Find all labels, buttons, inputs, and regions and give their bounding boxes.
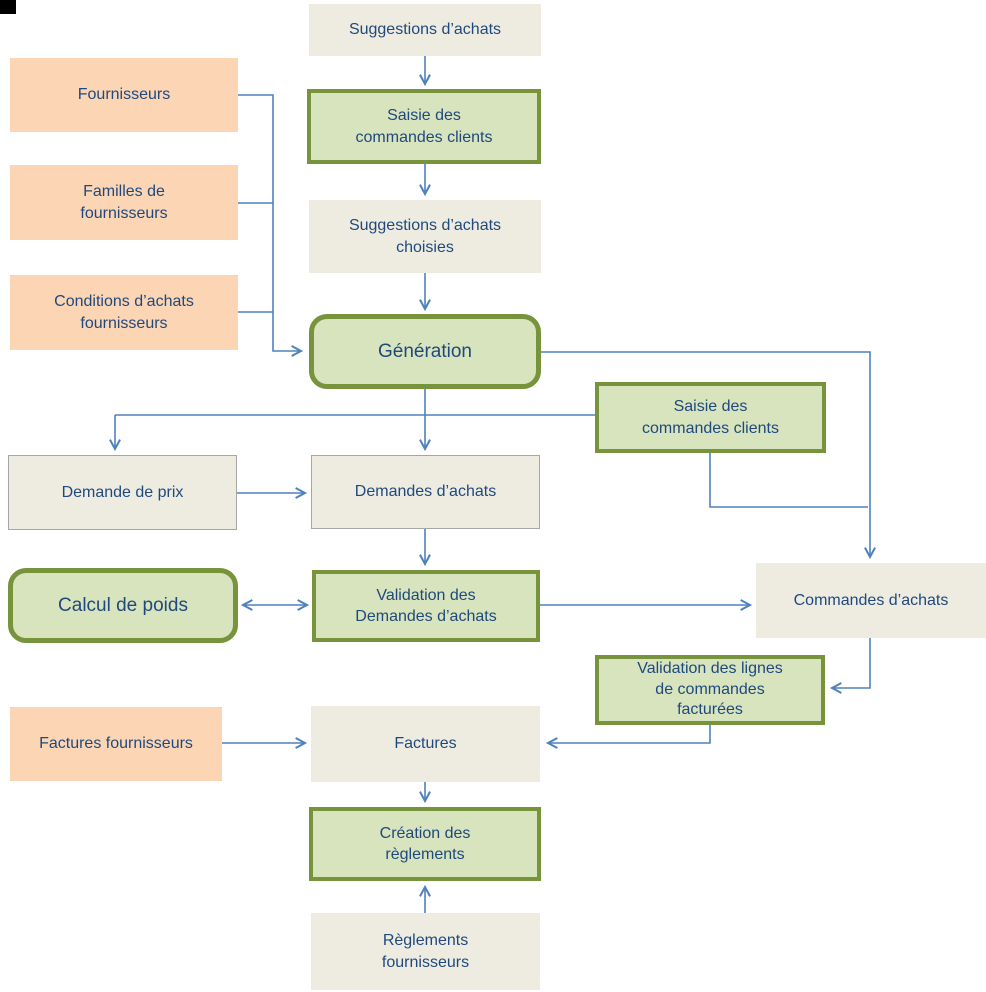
node-commandes-achats-label: Commandes d’achats: [793, 591, 949, 609]
node-demande-de-prix: Demande de prix: [8, 455, 237, 530]
node-calcul-de-poids: Calcul de poids: [8, 568, 238, 643]
node-demandes-achats-label: Demandes d’achats: [354, 483, 497, 501]
edge-commandes-to-validation-lignes: [829, 638, 871, 694]
node-factures-fournisseurs-label: Factures fournisseurs: [39, 735, 193, 753]
node-factures-label: Factures: [394, 735, 457, 753]
node-familles-fournisseurs-label: Familles de fournisseurs: [80, 183, 168, 222]
node-creation-reglements: Création des règlements: [309, 807, 541, 881]
node-saisie-commandes-clients-1-label: Saisie des commandes clients: [355, 107, 493, 146]
node-suggestions-achats-choisies-label: Suggestions d’achats choisies: [348, 217, 502, 256]
node-reglements-fournisseurs-label: Règlements fournisseurs: [381, 932, 470, 971]
node-saisie-commandes-clients-2-label: Saisie des commandes clients: [642, 398, 779, 437]
node-conditions-achats-fournisseurs: Conditions d’achats fournisseurs: [10, 275, 238, 350]
node-generation: Génération: [309, 314, 541, 389]
node-saisie-commandes-clients-1: Saisie des commandes clients: [307, 89, 541, 164]
node-suggestions-achats: Suggestions d’achats: [309, 4, 541, 56]
node-fournisseurs-label: Fournisseurs: [77, 86, 171, 104]
node-validation-lignes-facturees: Validation des lignes de commandes factu…: [595, 655, 825, 725]
node-creation-reglements-label: Création des règlements: [379, 824, 471, 863]
node-factures: Factures: [311, 706, 540, 782]
node-validation-demandes-achats-label: Validation des Demandes d’achats: [355, 586, 497, 625]
node-demande-de-prix-label: Demande de prix: [61, 483, 184, 501]
node-conditions-achats-fournisseurs-label: Conditions d’achats fournisseurs: [54, 293, 194, 332]
edge-sources-bus-to-generation: [238, 94, 304, 357]
node-demandes-achats: Demandes d’achats: [311, 455, 540, 529]
node-suggestions-achats-choisies: Suggestions d’achats choisies: [309, 200, 541, 273]
edge-validation-lignes-to-factures: [545, 725, 711, 749]
node-commandes-achats: Commandes d’achats: [756, 563, 986, 638]
node-validation-lignes-facturees-label: Validation des lignes de commandes factu…: [637, 660, 783, 719]
node-generation-label: Génération: [377, 340, 472, 362]
node-fournisseurs: Fournisseurs: [10, 58, 238, 132]
node-saisie-commandes-clients-2: Saisie des commandes clients: [595, 382, 826, 453]
node-factures-fournisseurs: Factures fournisseurs: [10, 707, 222, 781]
edge-saisie2-to-commandes: [709, 452, 868, 508]
node-validation-demandes-achats: Validation des Demandes d’achats: [312, 570, 540, 642]
corner-artifact: [0, 0, 16, 14]
node-suggestions-achats-label: Suggestions d’achats: [348, 21, 502, 39]
node-familles-fournisseurs: Familles de fournisseurs: [10, 165, 238, 240]
node-calcul-de-poids-label: Calcul de poids: [58, 594, 188, 616]
node-reglements-fournisseurs: Règlements fournisseurs: [311, 913, 540, 990]
